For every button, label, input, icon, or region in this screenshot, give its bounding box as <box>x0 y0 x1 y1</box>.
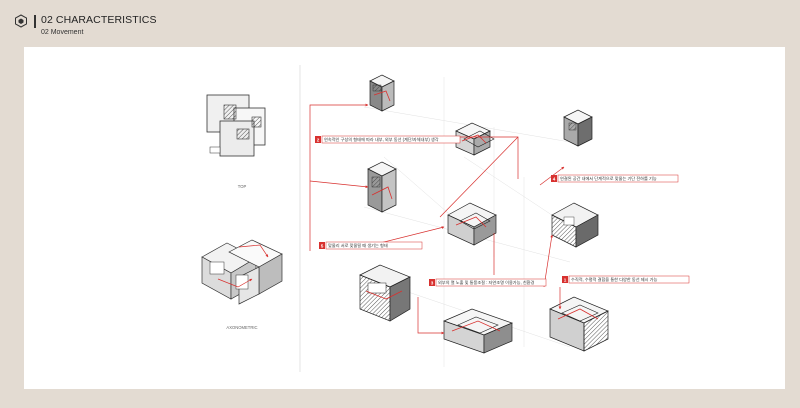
annotation-2: 2 연속적인 구성의 형태에 따라 내부, 외부 동선 (계단/자체내부) 생각 <box>315 135 461 144</box>
model-g <box>563 109 593 147</box>
svg-text:연결된 공간 내에서 단계적으로 맞물는 기단 전하를 기능: 연결된 공간 내에서 단계적으로 맞물는 기단 전하를 기능 <box>560 175 657 182</box>
model-i <box>549 296 609 352</box>
page-title: 02 CHARACTERISTICS <box>41 14 157 26</box>
page-subtitle: 02 Movement <box>41 29 84 36</box>
diagram-sheet: TOP AXONOMETRIC <box>24 47 785 389</box>
model-f <box>443 308 513 354</box>
annotation-1: 1 수직적, 수평적 결합을 통한 다양한 동선 제시 가능 <box>562 275 690 284</box>
svg-text:5: 5 <box>321 244 324 249</box>
movement-diagram: TOP AXONOMETRIC <box>201 65 690 372</box>
svg-text:2: 2 <box>317 138 320 143</box>
model-h <box>551 202 599 248</box>
svg-text:외부의 열 노출 및 통풍조절 : 자연조명 이용가능, 친: 외부의 열 노출 및 통풍조절 : 자연조명 이용가능, 친환경 <box>438 279 535 286</box>
svg-text:1: 1 <box>564 278 567 283</box>
annotation-3: 3 외부의 열 노출 및 통풍조절 : 자연조명 이용가능, 친환경 <box>429 278 547 287</box>
top-caption: TOP <box>238 184 247 189</box>
model-b <box>367 161 397 213</box>
model-d <box>455 122 495 156</box>
annotation-5: 5 맞물리 서로 맞물릴 때 생기는 형태 <box>319 241 423 250</box>
annotation-4: 4 연결된 공간 내에서 단계적으로 맞물는 기단 전하를 기능 <box>551 174 679 183</box>
model-c <box>359 264 411 322</box>
model-a <box>369 74 395 112</box>
svg-text:수직적, 수평적 결합을 통한 다양한 동선 제시 가능: 수직적, 수평적 결합을 통한 다양한 동선 제시 가능 <box>571 276 658 283</box>
title-divider <box>34 15 36 28</box>
logo-icon <box>15 14 27 28</box>
top-view-drawing <box>206 94 266 157</box>
svg-text:연속적인 구성의 형태에 따라 내부, 외부 동선 (계단/: 연속적인 구성의 형태에 따라 내부, 외부 동선 (계단/자체내부) 생각 <box>324 136 439 143</box>
svg-text:3: 3 <box>431 281 434 286</box>
axonometric-caption: AXONOMETRIC <box>226 325 257 330</box>
svg-text:4: 4 <box>553 177 556 182</box>
svg-text:맞물리 서로 맞물릴 때 생기는 형태: 맞물리 서로 맞물릴 때 생기는 형태 <box>328 242 388 249</box>
axonometric-drawing <box>201 239 283 305</box>
model-e <box>447 202 497 246</box>
